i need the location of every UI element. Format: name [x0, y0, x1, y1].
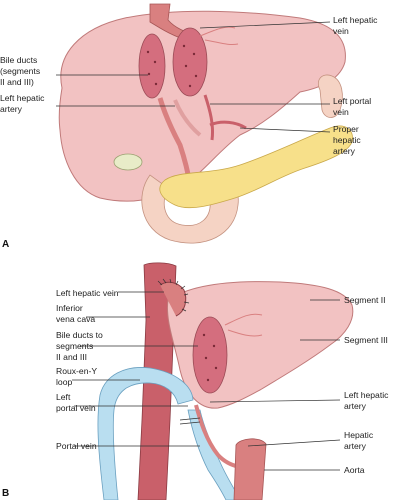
label-b-left-portal-vein: Left portal vein [56, 392, 96, 413]
panel-b-letter: B [2, 488, 9, 499]
bile-duct-segment-iii [172, 27, 208, 97]
label-b-portal-vein: Portal vein [56, 441, 97, 451]
label-a-proper-hepatic-artery: Proper hepatic artery [333, 124, 363, 156]
label-b-segment-iii: Segment III [344, 335, 388, 345]
roux-en-y-loop [97, 367, 194, 500]
panel-b-illustration [97, 262, 354, 500]
label-b-inferior-vena-cava: Inferior vena cava [56, 303, 95, 324]
label-a-left-portal-vein: Left portal vein [333, 96, 374, 117]
bile-duct-segment-ii-b [192, 316, 228, 394]
label-a-bile-ducts: Bile ducts (segments II and III) [0, 55, 43, 87]
panel-b-leaders [72, 291, 341, 471]
aorta [233, 438, 267, 500]
label-b-roux-loop: Roux-en-Y loop [56, 366, 99, 387]
label-b-aorta: Aorta [344, 465, 365, 475]
panel-a-leaders [56, 21, 331, 133]
label-a-left-hepatic-artery: Left hepatic artery [0, 93, 47, 114]
pancreas [159, 125, 353, 209]
portal-vein [187, 409, 241, 500]
bile-duct-segment-ii [138, 33, 166, 99]
label-a-left-hepatic-vein: Left hepatic vein [333, 15, 380, 36]
label-b-bile-ducts: Bile ducts to segments II and III [56, 330, 105, 362]
panel-a-illustration [58, 3, 353, 244]
panel-a-letter: A [2, 239, 9, 250]
label-b-hepatic-artery: Hepatic artery [344, 430, 376, 451]
label-b-segment-ii: Segment II [344, 295, 386, 305]
label-b-left-hepatic-artery: Left hepatic artery [344, 390, 391, 411]
label-b-left-hepatic-vein: Left hepatic vein [56, 288, 119, 298]
